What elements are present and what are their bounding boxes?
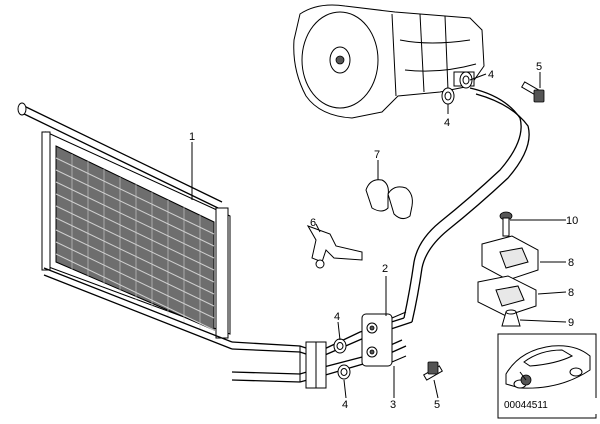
oil-cooler xyxy=(17,102,233,350)
part-7-double-clip xyxy=(365,179,413,220)
callout-8-lower: 8 xyxy=(568,287,574,299)
callout-4-bottom: 4 xyxy=(342,399,348,411)
part-5-bolts xyxy=(423,81,545,381)
leader-lines xyxy=(191,72,567,399)
part-8-mounts xyxy=(477,235,539,317)
callout-5-bottom: 5 xyxy=(434,399,440,411)
callout-9: 9 xyxy=(568,317,574,329)
callout-2: 2 xyxy=(382,263,388,275)
callout-7: 7 xyxy=(374,149,380,161)
part-10-screw xyxy=(499,211,513,237)
callout-8-upper: 8 xyxy=(568,257,574,269)
transmission xyxy=(293,4,485,119)
callout-4-middle: 4 xyxy=(334,311,340,323)
part-2-holder xyxy=(361,311,407,367)
part-9-cap xyxy=(501,309,521,327)
callout-3: 3 xyxy=(390,399,396,411)
reference-id: 00044511 xyxy=(500,398,600,414)
callout-6: 6 xyxy=(310,217,316,229)
callout-10: 10 xyxy=(566,215,578,227)
callout-1: 1 xyxy=(189,131,195,143)
callout-4-upper-left: 4 xyxy=(444,117,450,129)
callout-numbers: 1 2 3 4 4 4 4 5 5 6 7 8 8 9 10 xyxy=(189,61,578,411)
callout-4-top: 4 xyxy=(488,69,494,81)
part-4-seals xyxy=(333,71,473,380)
callout-5-top: 5 xyxy=(536,61,542,73)
part-3-bracket xyxy=(306,225,363,269)
